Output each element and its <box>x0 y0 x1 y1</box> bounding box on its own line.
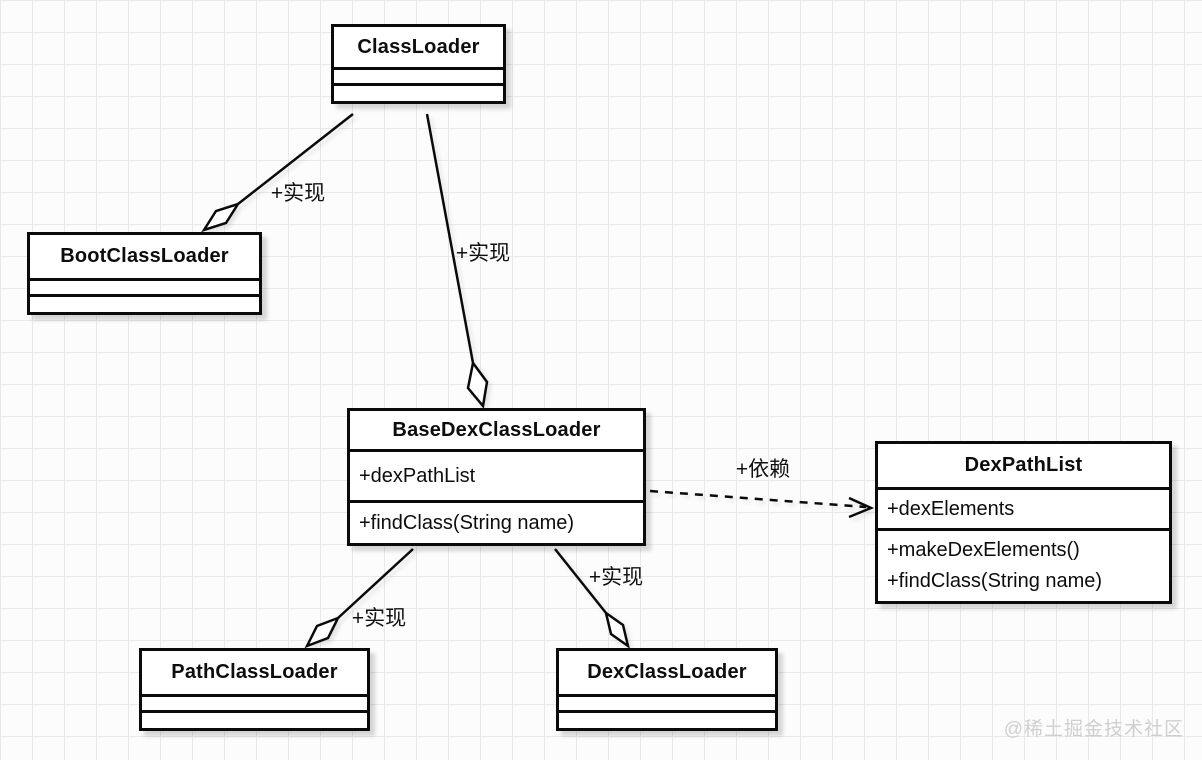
attributes-compartment-empty <box>559 697 775 713</box>
watermark-text: @稀土掘金技术社区 <box>1003 719 1184 740</box>
methods-compartment-empty <box>142 713 367 728</box>
attributes-compartment: +dexElements <box>878 490 1169 531</box>
attribute-item: +dexElements <box>887 498 1015 520</box>
edge-basedexclassloader-classloader <box>425 113 489 409</box>
methods-compartment-empty <box>334 86 503 101</box>
edge-label-dependency: +依赖 <box>735 458 791 481</box>
hollow-diamond-icon <box>466 359 489 409</box>
edge-pathclassloader-basedexclassloader <box>304 548 414 649</box>
edge-label-realization-path: +实现 <box>351 607 407 630</box>
edge-bootclassloader-classloader <box>201 113 354 233</box>
class-box-pathclassloader: PathClassLoader <box>139 648 370 731</box>
edge-label-realization-basedex: +实现 <box>455 242 511 265</box>
attribute-item: +dexPathList <box>359 465 476 487</box>
class-title: PathClassLoader <box>142 651 367 697</box>
methods-compartment-empty <box>559 713 775 728</box>
hollow-diamond-icon <box>604 610 630 649</box>
attributes-compartment-empty <box>142 697 367 713</box>
class-title: ClassLoader <box>334 27 503 70</box>
class-box-basedexclassloader: BaseDexClassLoader +dexPathList +findCla… <box>347 408 646 546</box>
class-box-dexpathlist: DexPathList +dexElements +makeDexElement… <box>875 441 1172 604</box>
class-box-classloader: ClassLoader <box>331 24 506 104</box>
class-title: DexPathList <box>878 444 1169 490</box>
attributes-compartment-empty <box>334 70 503 86</box>
method-item: +findClass(String name) <box>887 570 1103 592</box>
edge-label-realization-boot: +实现 <box>270 182 326 205</box>
edge-basedexclassloader-dexpathlist <box>649 489 875 519</box>
methods-compartment-empty <box>30 297 259 312</box>
edge-label-realization-dex: +实现 <box>588 566 644 589</box>
method-item: +findClass(String name) <box>359 512 575 534</box>
methods-compartment: +makeDexElements() +findClass(String nam… <box>878 531 1169 601</box>
methods-compartment: +findClass(String name) <box>350 503 643 543</box>
hollow-diamond-icon <box>304 615 341 649</box>
open-arrowhead-icon <box>848 496 875 519</box>
class-title: DexClassLoader <box>559 651 775 697</box>
attributes-compartment-empty <box>30 281 259 297</box>
class-box-dexclassloader: DexClassLoader <box>556 648 778 731</box>
edge-dexclassloader-basedexclassloader <box>554 548 630 649</box>
class-box-bootclassloader: BootClassLoader <box>27 232 262 315</box>
hollow-diamond-icon <box>201 201 241 233</box>
class-title: BaseDexClassLoader <box>350 411 643 452</box>
method-item: +makeDexElements() <box>887 539 1080 561</box>
class-title: BootClassLoader <box>30 235 259 281</box>
attributes-compartment: +dexPathList <box>350 452 643 503</box>
